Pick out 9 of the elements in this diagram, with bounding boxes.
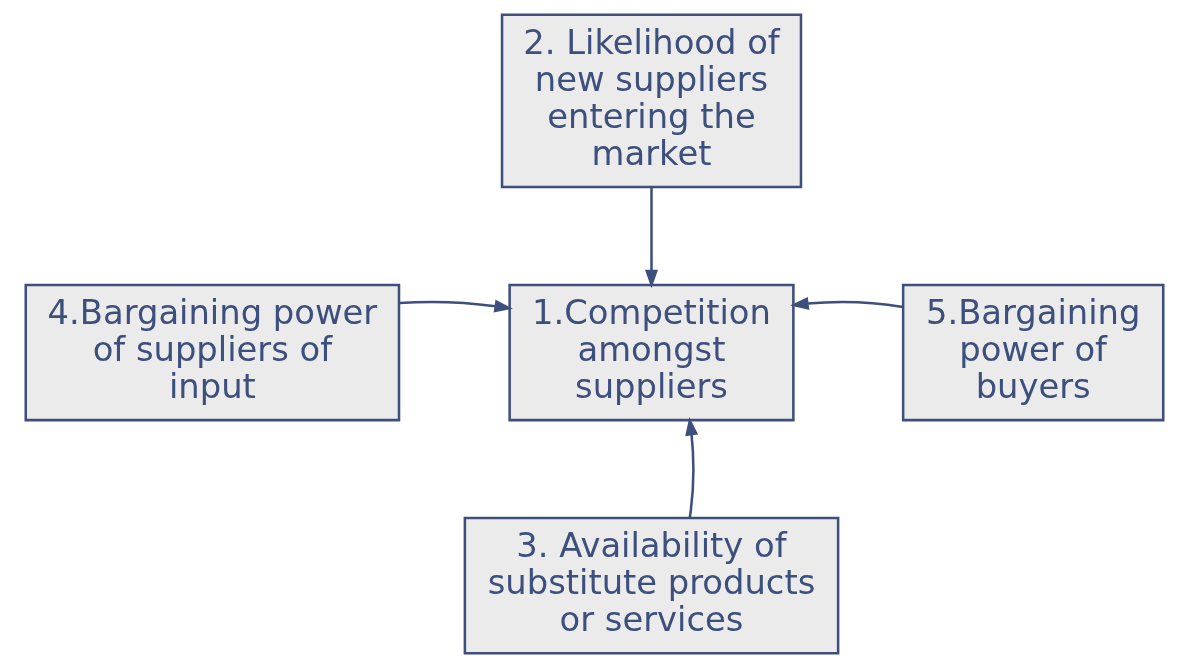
arrow <box>790 297 903 310</box>
node-box: 2. Likelihood of new suppliers entering the market <box>500 13 803 189</box>
arrow <box>399 299 513 313</box>
node-box: 4.Bargaining power of suppliers of input <box>24 283 401 422</box>
node-box: 1.Competition amongst suppliers <box>508 283 795 422</box>
arrow <box>645 187 658 289</box>
node-box: 3. Availability of substitute products or services <box>463 516 840 655</box>
arrow <box>685 416 699 518</box>
node-box: 5.Bargaining power of buyers <box>901 283 1165 422</box>
